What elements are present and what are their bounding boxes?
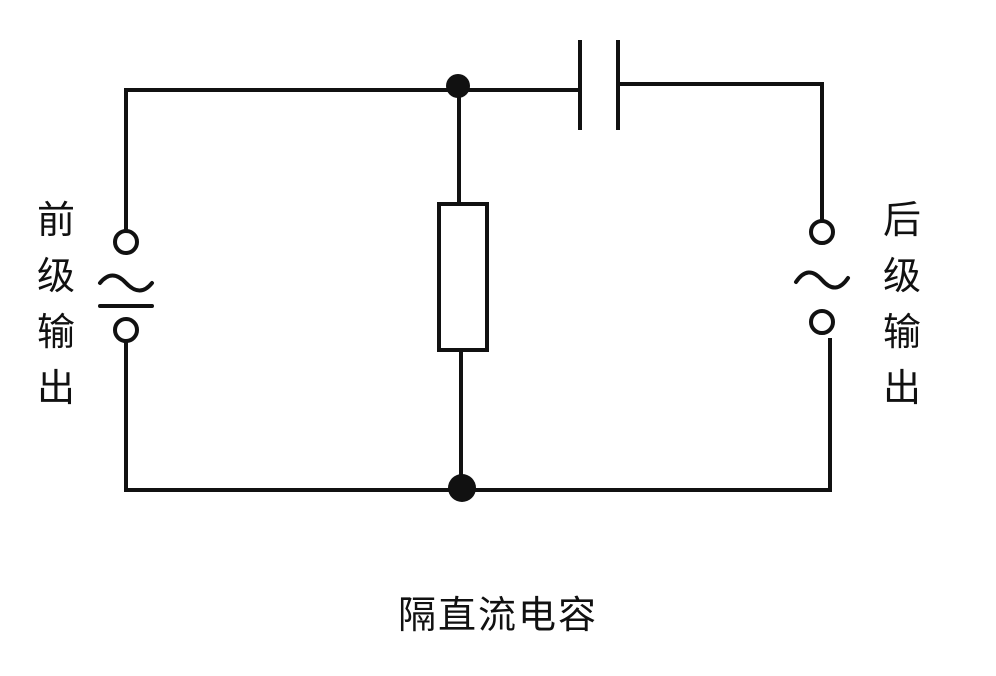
top-right-wire xyxy=(616,82,824,224)
left-ac-source-icon xyxy=(98,273,154,308)
right-label-char: 输 xyxy=(882,310,921,354)
left-terminal-top xyxy=(113,229,139,255)
right-label-char: 级 xyxy=(882,254,921,298)
right-terminal-bottom xyxy=(809,309,835,335)
resistor xyxy=(437,202,489,352)
bottom-junction-node xyxy=(448,474,476,502)
top-junction-node xyxy=(446,74,470,98)
left-label-char: 出 xyxy=(36,366,75,410)
left-label-char: 输 xyxy=(36,310,75,354)
left-port-label: 前 级 输 出 xyxy=(34,192,78,416)
left-label-char: 级 xyxy=(36,254,75,298)
left-label-char: 前 xyxy=(36,198,75,242)
right-terminal-top xyxy=(809,219,835,245)
right-label-char: 后 xyxy=(882,198,921,242)
right-ac-output-icon xyxy=(794,270,850,290)
bottom-wire xyxy=(124,338,832,492)
right-label-char: 出 xyxy=(882,366,921,410)
top-left-wire xyxy=(124,88,582,242)
left-terminal-bottom xyxy=(113,317,139,343)
right-port-label: 后 级 输 出 xyxy=(880,192,924,416)
diagram-caption: 隔直流电容 xyxy=(397,593,598,637)
